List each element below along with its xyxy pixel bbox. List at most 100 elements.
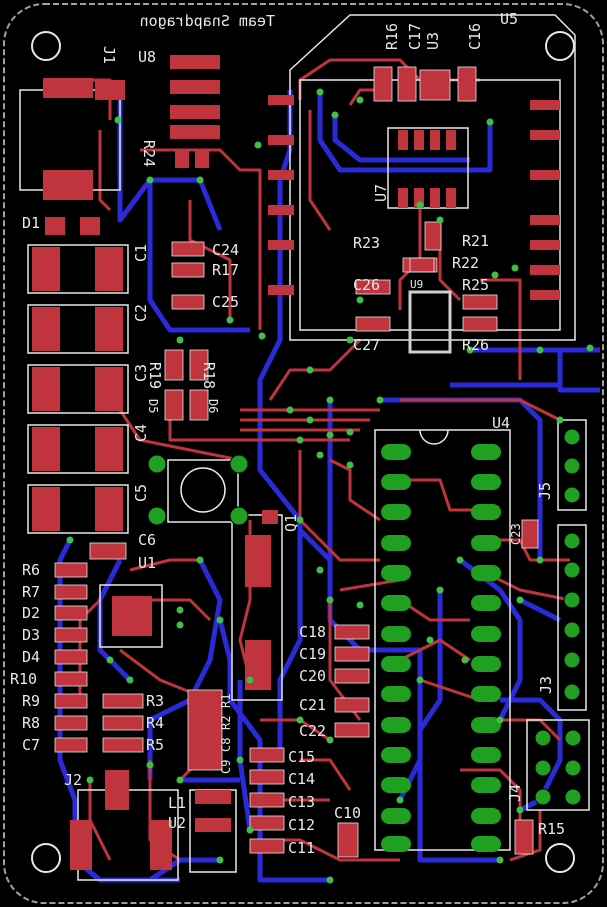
j4-outline	[526, 719, 590, 811]
u9-outline	[408, 290, 452, 354]
label-c10: C10	[334, 804, 361, 822]
label-d2: D2	[22, 604, 40, 622]
label-d3: D3	[22, 626, 40, 644]
u5-outline	[289, 14, 576, 341]
c3-outline	[27, 364, 129, 414]
u5-pad	[530, 240, 560, 250]
d3-pad	[54, 627, 88, 643]
label-c11: C11	[288, 839, 315, 857]
label-c13: C13	[288, 793, 315, 811]
u5-pad	[268, 95, 294, 105]
u5-pad	[530, 100, 560, 110]
label-j2: J2	[64, 771, 82, 789]
label-d6: D6	[206, 399, 220, 413]
label-u1: U1	[138, 554, 156, 572]
u7-pad	[398, 188, 408, 208]
c2-pad	[95, 307, 123, 351]
u4-notch	[419, 429, 449, 445]
label-c24: C24	[212, 241, 239, 259]
r25-pad	[462, 294, 498, 310]
label-r3: R3	[146, 692, 164, 710]
r4-pad	[102, 715, 144, 731]
r15-pad	[514, 819, 534, 855]
label-r19: R19	[146, 362, 164, 389]
r7-pad	[54, 584, 88, 600]
u5-pad	[268, 285, 294, 295]
label-u4: U4	[492, 414, 510, 432]
c19-pad	[334, 646, 370, 662]
u7-pad	[414, 130, 424, 150]
button-outline	[167, 459, 239, 523]
c23-pad	[521, 519, 539, 549]
u5-pad	[530, 130, 560, 140]
label-r5: R5	[146, 736, 164, 754]
u5-pad	[268, 135, 294, 145]
j2-pad	[105, 770, 129, 810]
label-r6: R6	[22, 561, 40, 579]
c16-pad	[457, 66, 477, 102]
label-r1: R1	[219, 694, 233, 708]
c27-pad	[355, 316, 391, 332]
u5-pad	[530, 215, 560, 225]
c5-pad	[95, 487, 123, 531]
c15-pad	[249, 747, 285, 763]
c7-pad	[54, 737, 88, 753]
c13-pad	[249, 792, 285, 808]
label-r9: R9	[22, 692, 40, 710]
label-c8: C8	[219, 738, 233, 752]
c1-pad	[95, 247, 123, 291]
u5-pad	[268, 240, 294, 250]
c10-pad	[337, 822, 359, 858]
label-d5: D5	[146, 399, 160, 413]
header-pins	[147, 428, 582, 806]
label-r24: R24	[140, 140, 158, 167]
r24-pad	[195, 150, 209, 168]
u7-pad	[398, 130, 408, 150]
u4-outline	[374, 429, 511, 851]
label-c17: C17	[406, 23, 424, 50]
label-r10: R10	[10, 670, 37, 688]
r5-pad	[102, 737, 144, 753]
r1-pad	[187, 689, 223, 771]
label-q1: Q1	[282, 514, 300, 532]
label-c5: C5	[132, 484, 150, 502]
label-j3: J3	[537, 676, 555, 694]
c25-pad	[171, 294, 205, 310]
label-c22: C22	[299, 722, 326, 740]
label-c20: C20	[299, 667, 326, 685]
c26-pad	[355, 279, 391, 295]
u5-pad	[530, 290, 560, 300]
u5-pad	[268, 170, 294, 180]
label-c1: C1	[132, 244, 150, 262]
j1-pad	[43, 78, 93, 98]
c3-pad	[95, 367, 123, 411]
smd-pads	[54, 66, 539, 858]
label-c25: C25	[212, 293, 239, 311]
u7-pad	[446, 130, 456, 150]
q1-outline	[231, 514, 283, 701]
r3-pad	[102, 693, 144, 709]
u5-pad	[530, 170, 560, 180]
u7-outline	[387, 127, 469, 209]
c20-pad	[334, 668, 370, 684]
mounting-hole-br	[545, 843, 575, 873]
mounting-hole-bl	[31, 843, 61, 873]
d1-pad	[45, 217, 65, 235]
label-c4: C4	[132, 424, 150, 442]
label-c7: C7	[22, 736, 40, 754]
c22-pad	[334, 722, 370, 738]
label-j4: J4	[506, 784, 524, 802]
label-j1: J1	[100, 46, 118, 64]
button-circle	[180, 467, 226, 513]
label-c18: C18	[299, 623, 326, 641]
u7-pad	[446, 188, 456, 208]
label-c27: C27	[353, 336, 380, 354]
label-r2: R2	[219, 716, 233, 730]
u1-pad	[112, 596, 152, 636]
label-r26: R26	[462, 336, 489, 354]
u5-pad	[530, 265, 560, 275]
label-l1: L1	[168, 794, 186, 812]
label-u7: U7	[372, 184, 390, 202]
c5-pad	[32, 487, 60, 531]
